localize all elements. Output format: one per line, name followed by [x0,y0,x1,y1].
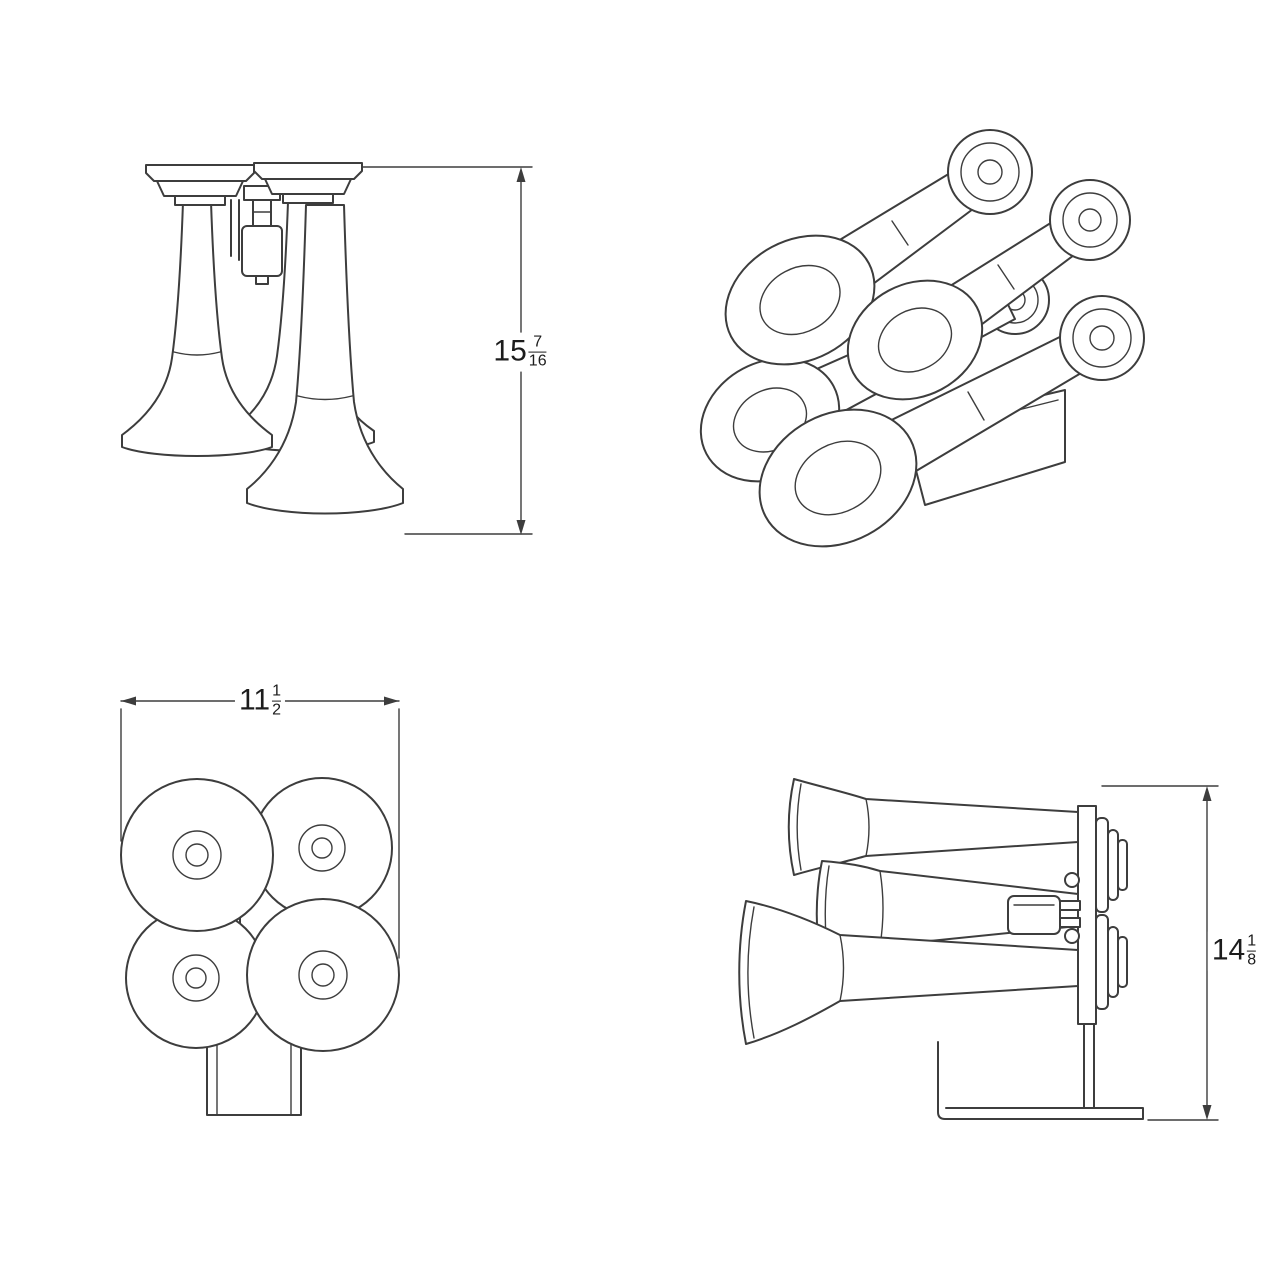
fraction-denominator: 8 [1247,950,1257,969]
arrowhead-left [121,696,136,706]
horn-front-side [738,900,1079,1045]
mounting-plate-side [1077,805,1097,1025]
dimension-label-side-height: 14 1 8 [1207,931,1261,971]
horn-seam [173,351,221,356]
fraction-numerator: 7 [533,333,543,351]
side-view-drawing [738,778,1219,1121]
arrowhead-up [516,167,526,182]
extension-lines [120,708,400,959]
diaphragm-cap-right [253,162,363,204]
solenoid-valve-front [241,199,283,285]
fraction-numerator: 1 [1247,932,1257,950]
horn-top-side [787,778,1079,876]
dimension-side-height [1101,785,1219,1121]
horn-seam [297,395,353,401]
extension-lines [1101,785,1219,1121]
manifold-stems [230,199,240,261]
arrowhead-down [516,520,526,535]
horn-bell-top-rear-left [120,778,274,932]
diaphragm-cap-left [145,164,255,206]
fraction-denominator: 16 [528,351,547,370]
dimension-whole-number: 14 [1211,934,1246,967]
arrowhead-right [384,696,399,706]
dimension-label-top-width: 11 1 2 [234,681,286,721]
dimension-label-front-height: 15 7 16 [489,332,551,372]
horn-bell-front [246,204,404,515]
top-view-drawing [120,696,400,1116]
dimension-whole-number: 11 [238,684,271,717]
fraction-numerator: 1 [272,682,282,700]
fraction-denominator: 2 [272,700,282,719]
solenoid-valve-side [1007,895,1081,935]
dimension-fraction: 7 16 [528,333,547,371]
front-view-drawing [121,162,533,535]
bolt-upper [1064,872,1080,888]
diaphragm-cap-iso-bottom [1059,295,1145,381]
extension-lines [361,166,533,535]
horn-iso-right [846,208,1095,401]
horn-bell-back-left [121,201,273,457]
diaphragm-cap-iso-right [1049,179,1131,261]
horn-bell-top-front-right [246,898,400,1052]
arrowhead-up [1202,786,1212,801]
mounting-bracket-side [937,1023,1144,1120]
dimension-fraction: 1 2 [272,682,282,720]
dimension-whole-number: 15 [493,335,527,368]
arrowhead-down [1202,1105,1212,1120]
diaphragm-discs-side [1095,817,1128,1010]
horn-iso-top [724,160,994,366]
bolt-lower [1064,928,1080,944]
diaphragm-cap-iso-top [947,129,1033,215]
isometric-view-drawing [699,129,1145,548]
dimension-fraction: 1 8 [1247,932,1257,970]
